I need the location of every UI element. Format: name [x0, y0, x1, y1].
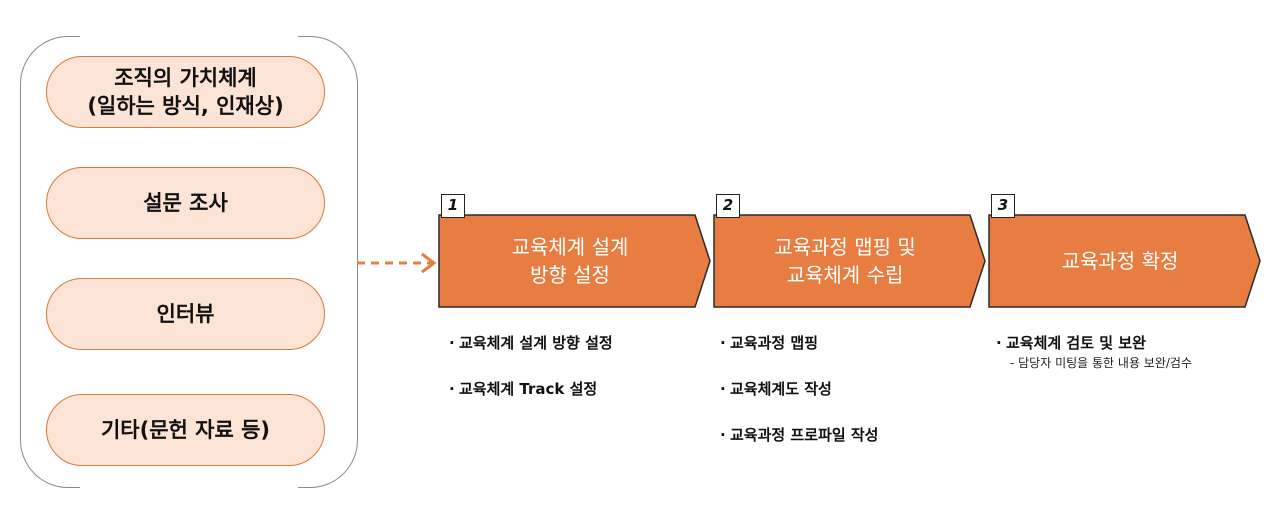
step-3-number: 3 [991, 194, 1015, 218]
step-1-title: 교육체계 설계 방향 설정 [511, 235, 629, 287]
step-1-bullets: ·교육체계 설계 방향 설정 ·교육체계 Track 설정 [449, 333, 613, 425]
step-3-chevron [988, 214, 1261, 308]
step-2-bullet: ·교육과정 프로파일 작성 [720, 426, 879, 444]
input-other: 기타(문헌 자료 등) [46, 394, 325, 466]
step-3-bullet: ·교육체계 검토 및 보완 [996, 334, 1146, 352]
input-interview-label: 인터뷰 [156, 302, 215, 326]
step-2-number: 2 [716, 194, 740, 218]
step-3-title: 교육과정 확정 [1061, 249, 1179, 273]
step-2-bullets: ·교육과정 맵핑 ·교육체계도 작성 ·교육과정 프로파일 작성 [720, 333, 878, 471]
step-3-bullets: ·교육체계 검토 및 보완 - 담당자 미팅을 통한 내용 보완/검수 [996, 333, 1192, 371]
input-interview: 인터뷰 [46, 278, 325, 350]
step-2-title: 교육과정 맵핑 및 교육체계 수립 [774, 235, 916, 287]
flow-arrow-head [421, 252, 437, 274]
input-survey-label: 설문 조사 [143, 191, 228, 215]
step-3-note: - 담당자 미팅을 통한 내용 보완/검수 [1010, 356, 1193, 370]
step-1-number: 1 [441, 194, 465, 218]
step-1-chevron [438, 214, 711, 308]
step-1-bullet: ·교육체계 설계 방향 설정 [449, 334, 613, 352]
input-value-system: 조직의 가치체계 (일하는 방식, 인재상) [46, 56, 325, 128]
step-2-chevron [713, 214, 986, 308]
step-2-bullet: ·교육과정 맵핑 [720, 334, 819, 352]
step-1-bullet: ·교육체계 Track 설정 [449, 380, 598, 398]
step-2-bullet: ·교육체계도 작성 [720, 380, 832, 398]
input-other-label: 기타(문헌 자료 등) [100, 418, 271, 442]
input-survey: 설문 조사 [46, 167, 325, 239]
input-value-system-label: 조직의 가치체계 (일하는 방식, 인재상) [87, 66, 284, 118]
